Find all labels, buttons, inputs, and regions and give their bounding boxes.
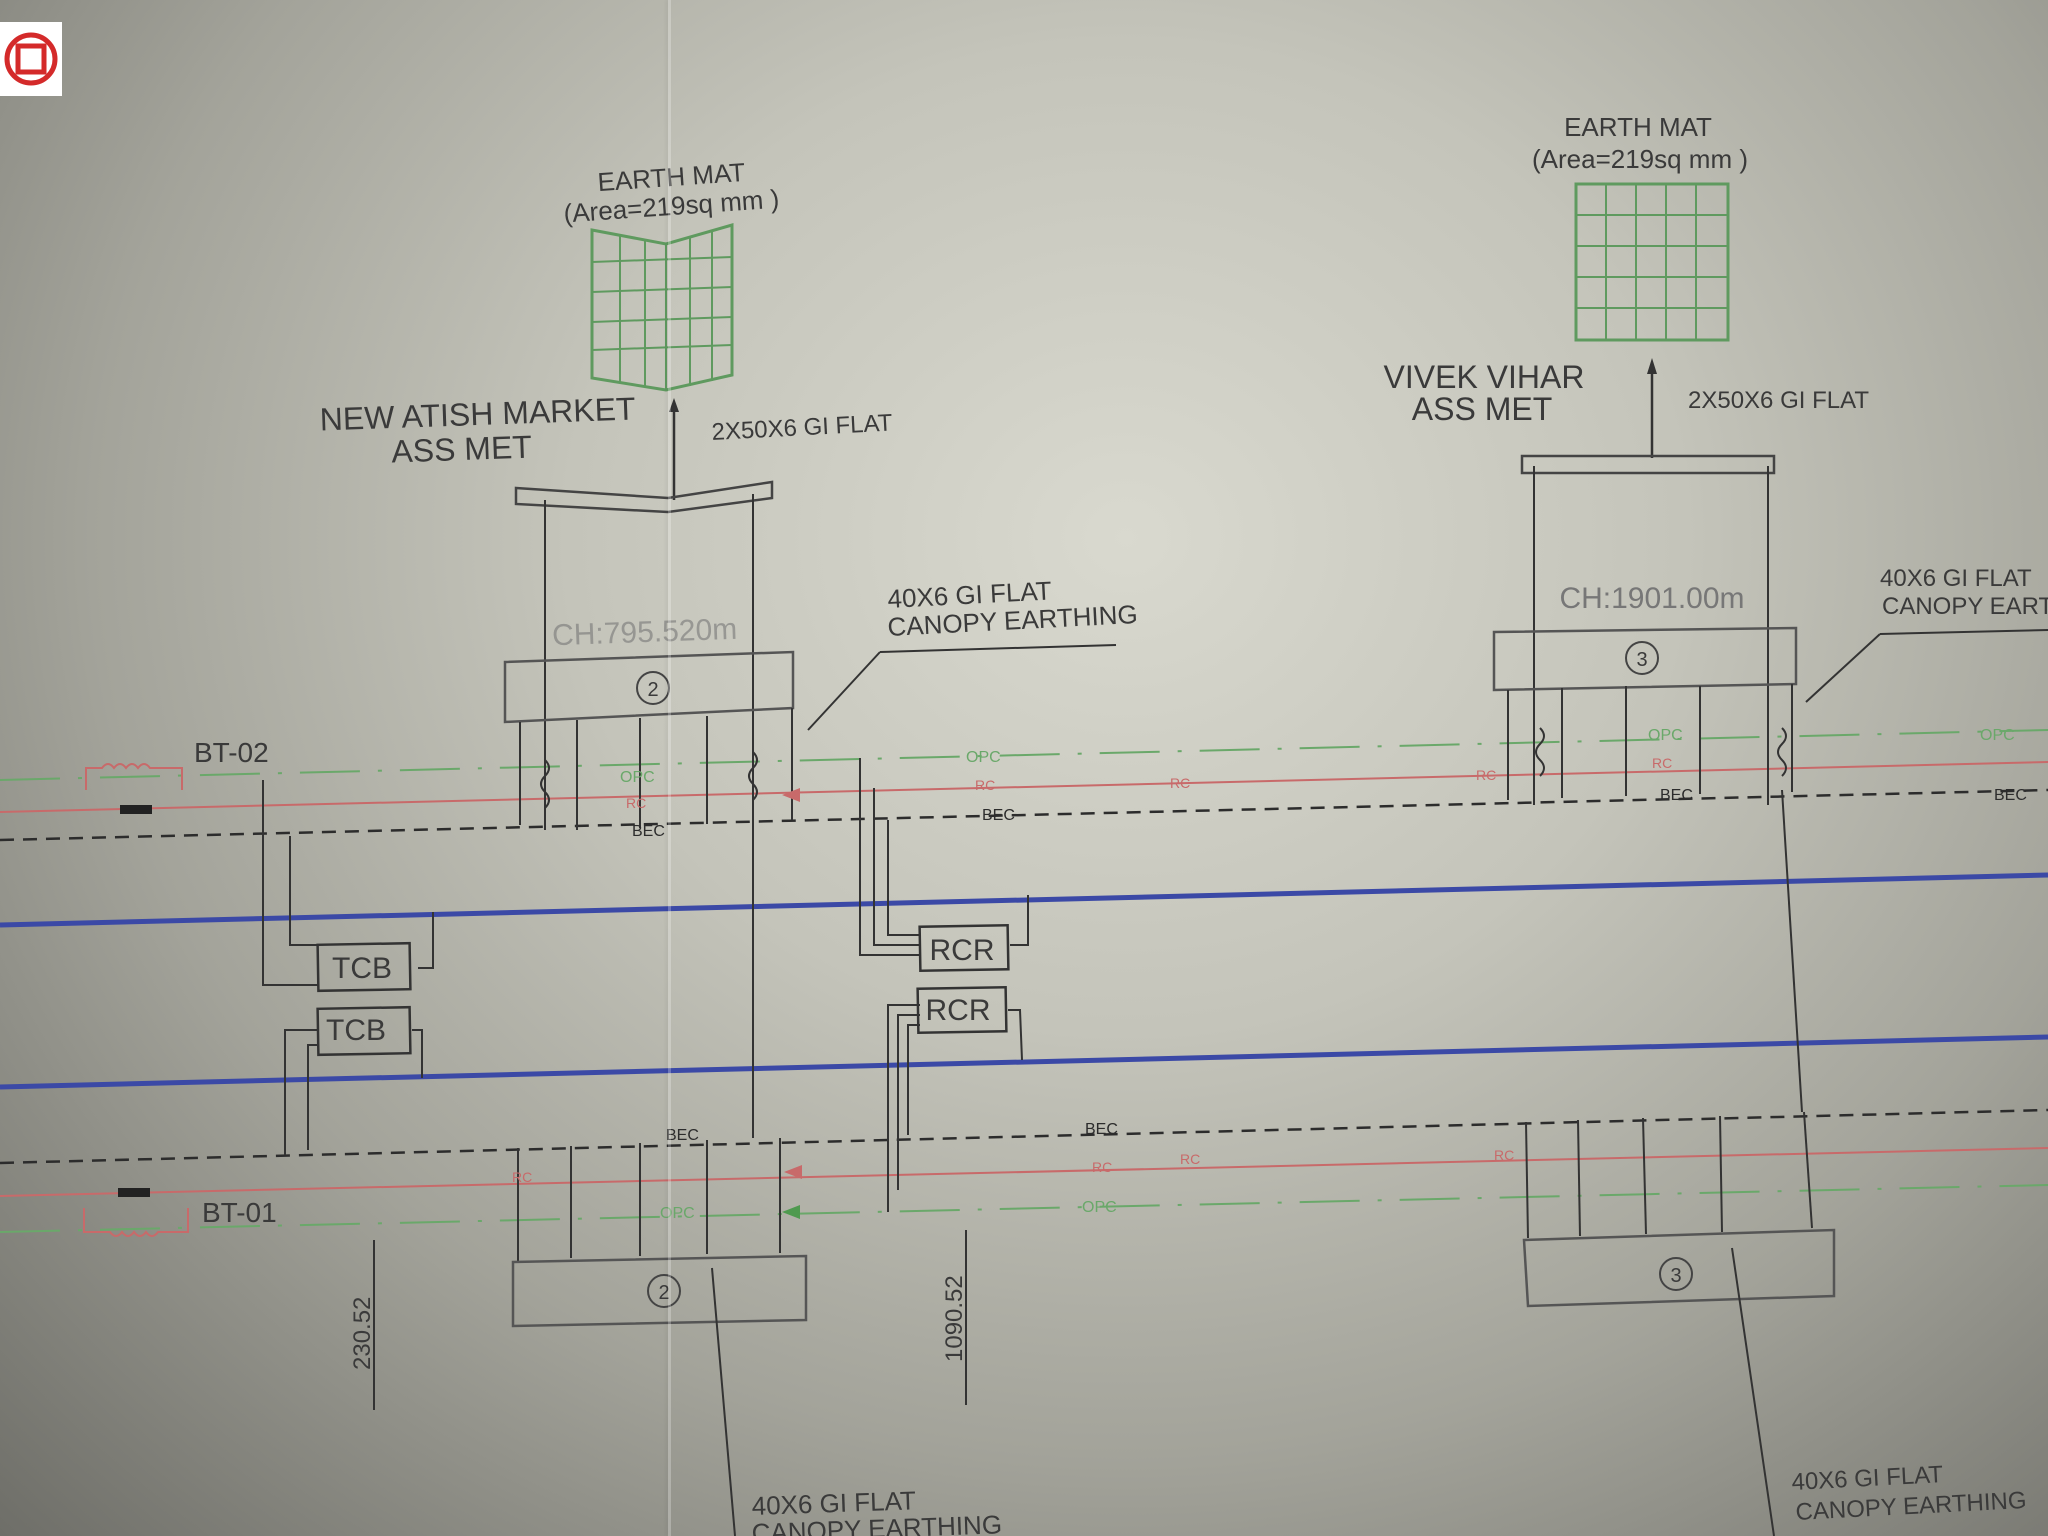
canopy-leader-top-left-shelf: [879, 644, 1117, 653]
dimension-mid: 1090.52: [941, 1275, 968, 1362]
lower-rc-line: [0, 1147, 2048, 1197]
lower-opc-line: [0, 1184, 2048, 1233]
rc-label-top-left: RC: [626, 795, 646, 811]
track-rail-lower: [0, 1034, 2048, 1090]
tcb-box-upper: [316, 941, 412, 993]
earth-mat-right: [1574, 182, 1730, 342]
opc-label-mid-top: OPC: [966, 749, 1001, 766]
station-name-right-line2: ASS MET: [1412, 391, 1552, 427]
bec-label-bottom-left: BEC: [666, 1127, 699, 1144]
track-rail-upper: [0, 872, 2048, 928]
rc-label-mid-top-2: RC: [1170, 775, 1190, 791]
upper-opc-line: [0, 729, 2048, 781]
canopy-leader-bottom-left: [711, 1267, 736, 1536]
rc-label-bottom-mid: RC: [1092, 1159, 1112, 1175]
rc-label-top-right: RC: [1652, 755, 1672, 771]
busbar-right: [1520, 454, 1776, 475]
earth-mat-area-left: (Area=219sq mm ): [563, 184, 781, 229]
rcr-label-upper: RCR: [930, 934, 995, 967]
app-logo: [0, 22, 62, 96]
upper-rc-line: [0, 761, 2048, 813]
booster-transformer-bt01: [83, 1188, 189, 1237]
canopy-box-bottom-right: [1522, 1228, 1836, 1308]
rc-label-bottom-left: RC: [512, 1169, 532, 1185]
canopy-number-circle-top-left: [636, 671, 670, 705]
canopy-leader-top-right-shelf: [1879, 629, 2048, 635]
rcr-box-upper: [918, 923, 1010, 973]
canopy-number-circle-bottom-right: [1659, 1257, 1693, 1291]
rc-label-top-right-2: RC: [1476, 767, 1496, 783]
lower-bec-line: [0, 1108, 2048, 1165]
bec-label-bottom-mid: BEC: [1085, 1121, 1118, 1138]
rc-arrow-bottom-left: [784, 1165, 802, 1179]
bt01-label: BT-01: [202, 1197, 277, 1228]
opc-label-bottom-mid: OPC: [1082, 1199, 1117, 1216]
canopy-leader-top-right: [1805, 633, 1881, 703]
chainage-right: CH:1901.00m: [1559, 582, 1744, 615]
earth-mat-title-right: EARTH MAT: [1564, 112, 1712, 142]
opc-label-bottom-left: OPC: [660, 1205, 695, 1222]
canopy-earthing-line2-top-right: CANOPY EARTI: [1882, 593, 2048, 620]
canopy-number-bottom-right: 3: [1670, 1265, 1681, 1287]
canopy-number-top-left: 2: [647, 679, 658, 701]
busbar-left: [514, 480, 774, 514]
bec-label-top-left: BEC: [632, 823, 665, 840]
opc-arrow-bottom-left: [782, 1205, 800, 1219]
bt02-label: BT-02: [194, 737, 269, 768]
canopy-leader-top-left: [807, 651, 881, 731]
feed-label-left: 2X50X6 GI FLAT: [711, 410, 893, 446]
bec-label-top-far-right: BEC: [1994, 787, 2027, 804]
rc-arrow-top-left: [782, 788, 800, 802]
canopy-earthing-line1-top-right: 40X6 GI FLAT: [1880, 565, 2032, 592]
canopy-box-top-right: [1492, 626, 1798, 692]
rc-label-bottom-mid-2: RC: [1180, 1151, 1200, 1167]
rc-label-bottom-right: RC: [1494, 1147, 1514, 1163]
red-square-logo-icon: [4, 32, 58, 86]
canopy-number-circle-bottom-left: [647, 1274, 681, 1308]
opc-label-top-right: OPC: [1648, 727, 1683, 744]
canopy-number-top-right: 3: [1636, 649, 1647, 671]
canopy-leader-bottom-right: [1731, 1247, 1775, 1536]
tcb-box-lower: [316, 1005, 412, 1057]
canopy-number-circle-top-right: [1625, 641, 1659, 675]
bec-label-top-right: BEC: [1660, 787, 1693, 804]
canopy-earthing-line1-bottom-left: 40X6 GI FLAT: [751, 1485, 916, 1521]
tcb-label-upper: TCB: [332, 952, 392, 985]
station-name-left-line2: ASS MET: [391, 429, 533, 470]
booster-transformer-bt02: [85, 763, 183, 814]
opc-label-top-far-right: OPC: [1980, 727, 2015, 744]
rcr-box-lower: [916, 985, 1008, 1035]
tcb-label-lower: TCB: [326, 1014, 386, 1047]
canopy-number-bottom-left: 2: [658, 1282, 669, 1304]
chainage-left: CH:795.520m: [552, 613, 738, 652]
canopy-box-bottom-left: [511, 1254, 808, 1328]
opc-label-top-left: OPC: [620, 769, 655, 786]
dimension-left: 230.52: [349, 1297, 376, 1370]
rcr-label-lower: RCR: [926, 994, 991, 1027]
feed-label-right: 2X50X6 GI FLAT: [1688, 387, 1869, 414]
rc-label-mid-top: RC: [975, 777, 995, 793]
canopy-earthing-line1-bottom-right: 40X6 GI FLAT: [1791, 1461, 1944, 1496]
earth-mat-area-right: (Area=219sq mm ): [1532, 144, 1748, 174]
bec-label-mid-top: BEC: [982, 807, 1015, 824]
earth-mat-left: [590, 223, 734, 392]
upper-bec-line: [0, 788, 2048, 842]
station-name-right-line1: VIVEK VIHAR: [1384, 359, 1585, 395]
